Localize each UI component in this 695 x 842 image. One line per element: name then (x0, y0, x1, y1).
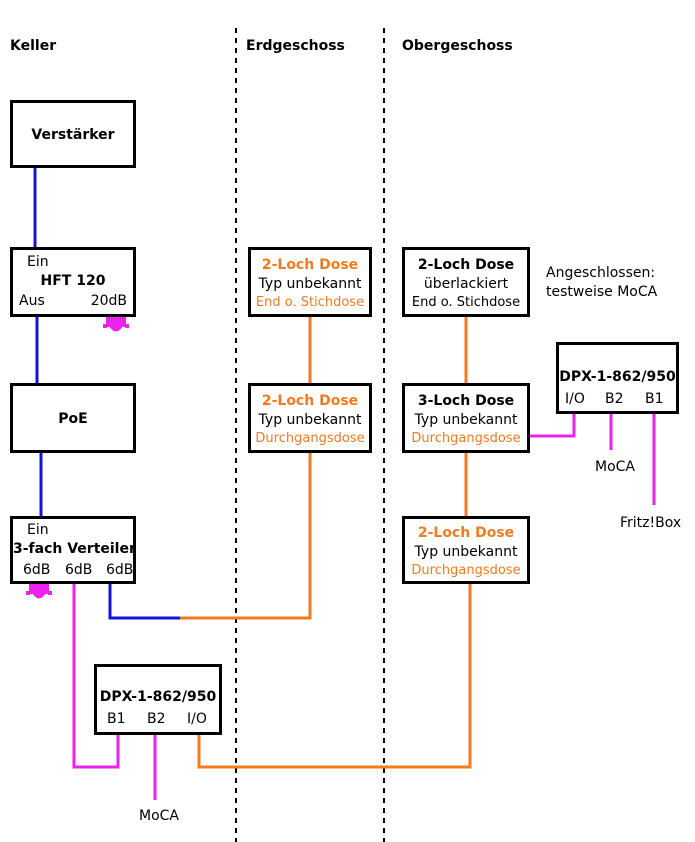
cable-verteiler-out3-blue (108, 583, 180, 620)
og-dose1-title: 2-Loch Dose (417, 257, 515, 273)
og-dose2-title: 3-Loch Dose (417, 393, 515, 409)
eg-dose2-kind: Durchgangsdose (255, 431, 365, 446)
og-fritzbox-label: Fritz!Box (620, 515, 682, 531)
og-dpx-port-b2: B2 (605, 391, 624, 407)
verstaerker-box: Verstärker (10, 100, 136, 168)
verteiler-out2-label: 6dB (65, 562, 93, 578)
og-dpx-port-b1: B1 (645, 391, 664, 407)
verstaerker-label: Verstärker (31, 127, 115, 143)
eg-dose1-kind: End o. Stichdose (255, 295, 365, 310)
keller-dpx-title: DPX-1-862/950 (99, 689, 217, 705)
eg-dose1-title: 2-Loch Dose (261, 257, 359, 273)
og-dose1-box: 2-Loch Dose überlackiert End o. Stichdos… (402, 247, 530, 317)
eg-dose2-box: 2-Loch Dose Typ unbekannt Durchgangsdose (248, 383, 372, 453)
og-dose1-type: überlackiert (423, 276, 509, 292)
og-dose2-type: Typ unbekannt (414, 412, 518, 428)
verteiler-in-label: Ein (27, 522, 49, 538)
terminator-verteiler (26, 584, 52, 599)
og-dose3-type: Typ unbekannt (414, 544, 518, 560)
cable-keller-dpx-to-og-dose3 (197, 583, 472, 769)
verteiler-title: 3-fach Verteiler (13, 541, 136, 557)
verteiler-out1-label: 6dB (23, 562, 51, 578)
keller-dpx-port-io: I/O (187, 711, 207, 727)
cable-verteiler-out2-dpx-b1 (72, 583, 120, 769)
hft-out-label: Aus (19, 293, 45, 309)
keller-dpx-box: DPX-1-862/950 B1 B2 I/O (94, 664, 222, 735)
eg-dose2-title: 2-Loch Dose (261, 393, 359, 409)
og-note-line1: Angeschlossen: (546, 265, 656, 281)
og-dpx-port-io: I/O (565, 391, 585, 407)
poe-box: PoE (10, 383, 136, 453)
og-note-line2: testweise MoCA (546, 284, 658, 300)
og-dose3-title: 2-Loch Dose (417, 525, 515, 541)
column-heading-erdgeschoss: Erdgeschoss (246, 38, 345, 54)
column-heading-keller: Keller (10, 38, 57, 54)
keller-moca-label: MoCA (139, 808, 179, 824)
column-heading-obergeschoss: Obergeschoss (402, 38, 513, 54)
cable-og-dose2-dpx-io (530, 413, 576, 438)
og-dose2-kind: Durchgangsdose (411, 431, 521, 446)
eg-dose1-type: Typ unbekannt (258, 276, 362, 292)
hft-box: Ein HFT 120 Aus 20dB (10, 247, 136, 317)
cable-verteiler-to-eg-dose2 (180, 452, 312, 620)
poe-label: PoE (58, 411, 88, 427)
og-dose3-box: 2-Loch Dose Typ unbekannt Durchgangsdose (402, 516, 530, 584)
og-moca-label: MoCA (595, 459, 635, 475)
og-dose1-kind: End o. Stichdose (411, 295, 521, 310)
og-dose3-kind: Durchgangsdose (411, 563, 521, 578)
terminator-hft (103, 317, 129, 332)
og-dose2-box: 3-Loch Dose Typ unbekannt Durchgangsdose (402, 383, 530, 453)
eg-dose2-type: Typ unbekannt (258, 412, 362, 428)
eg-dose1-box: 2-Loch Dose Typ unbekannt End o. Stichdo… (248, 247, 372, 317)
og-dpx-title: DPX-1-862/950 (559, 369, 676, 385)
verteiler-box: Ein 3-fach Verteiler 6dB 6dB 6dB (10, 516, 136, 584)
keller-dpx-port-b1: B1 (107, 711, 126, 727)
verteiler-out3-label: 6dB (106, 562, 134, 578)
hft-in-label: Ein (27, 254, 49, 270)
hft-title: HFT 120 (40, 273, 106, 289)
hft-gain-label: 20dB (90, 293, 127, 309)
keller-dpx-port-b2: B2 (147, 711, 166, 727)
og-dpx-box: DPX-1-862/950 I/O B2 B1 (556, 342, 679, 414)
